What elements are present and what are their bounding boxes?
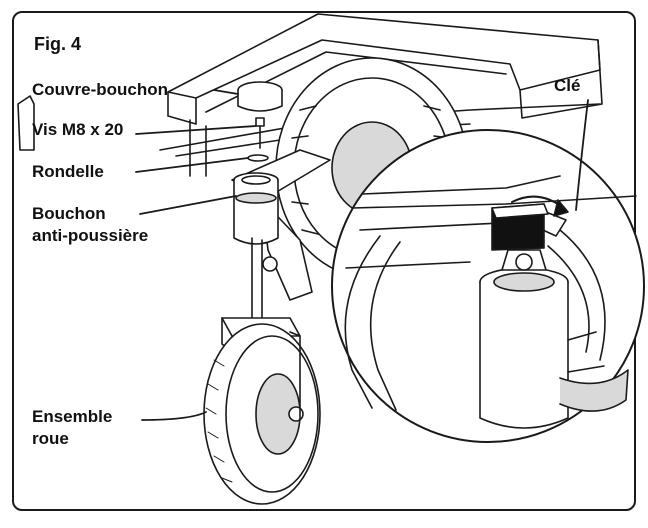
cap-and-screw — [237, 81, 283, 162]
label-dust-plug-line1: Bouchon — [32, 204, 106, 223]
label-wheel-assembly-line2: roue — [32, 429, 69, 448]
label-wheel-assembly-line1: Ensemble — [32, 407, 113, 426]
label-dust-plug-line2: anti-poussière — [32, 226, 149, 245]
label-cap: Couvre-bouchon — [32, 80, 168, 99]
label-key: Clé — [554, 76, 581, 95]
detail-magnifier — [331, 129, 645, 443]
label-washer: Rondelle — [32, 162, 104, 181]
caster-housing — [233, 172, 279, 245]
leader-lines — [135, 89, 589, 421]
detached-part — [17, 95, 35, 151]
figure-title: Fig. 4 — [34, 34, 82, 54]
label-screw: Vis M8 x 20 — [32, 120, 124, 139]
caster-wheel — [203, 323, 321, 505]
